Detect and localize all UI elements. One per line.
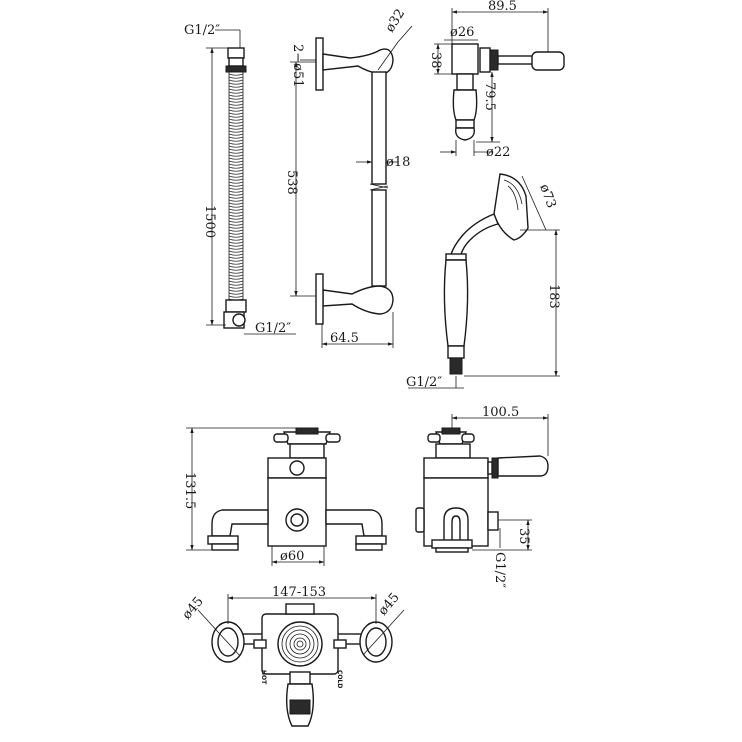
- elbow-lever-grip: [531, 51, 565, 71]
- elbow-outlet-dia-label: ø22: [486, 145, 510, 160]
- front-outlet-bore: [290, 513, 304, 527]
- rail-bottom-wall-plate: [315, 273, 324, 325]
- handset-head: [493, 173, 529, 241]
- elbow-neck: [456, 73, 474, 91]
- elbow-handle-tip: [455, 127, 475, 141]
- elbow-height-label: 38: [428, 52, 443, 69]
- side-handle-top: [441, 427, 461, 435]
- front-right-base: [355, 543, 383, 551]
- left-flange-dia-label: ø45: [180, 594, 207, 622]
- valve-outlet-dia-label: ø60: [280, 549, 304, 564]
- rail-length-label: 538: [284, 170, 299, 195]
- front-top-port: [289, 460, 305, 476]
- hose-top-cone: [228, 57, 244, 67]
- hose-coil: [228, 72, 244, 301]
- hose-top-nut: [227, 47, 245, 59]
- top-handle-spoke-right: [333, 639, 347, 649]
- top-handle-spoke-top: [285, 603, 315, 615]
- hose-bottom-ferrule: [225, 299, 247, 313]
- hose-thread-bottom-label: G1/2″: [255, 321, 291, 336]
- valve-side-view: 100.5 35 G1/2″: [415, 405, 549, 588]
- top-lever-collar: [289, 671, 311, 685]
- rail-knob-dia-label: ø32: [383, 6, 409, 35]
- front-right-arm: [325, 509, 383, 537]
- side-top-body: [423, 457, 489, 479]
- rail-bottom-bracket: [322, 285, 394, 315]
- valve-inlet-thread-label: G1/2″: [492, 552, 507, 588]
- rail-screws-label: 2−ø51: [290, 44, 305, 88]
- rail-top-bracket: [322, 48, 394, 75]
- hose-bottom-cone: [232, 313, 246, 327]
- shower-hose: G1/2″ 1500 G1/2″: [184, 23, 296, 336]
- rail-projection-label: 64.5: [330, 331, 359, 346]
- front-handle-spoke-right: [325, 433, 341, 443]
- valve-side-depth-label: 100.5: [482, 405, 519, 420]
- handset-thread-label: G1/2″: [406, 375, 442, 390]
- rail-tube-dia-label: ø18: [386, 155, 410, 170]
- rail-tube-lower: [371, 189, 387, 287]
- front-spindle: [289, 443, 325, 459]
- side-base-nut: [431, 539, 473, 549]
- elbow-handle-band: [455, 119, 475, 129]
- elbow-body-dia-label: ø26: [450, 25, 474, 40]
- valve-top-view: HOT COLD 147-153 ø45 ø45: [180, 585, 405, 727]
- handset-handle: [443, 259, 469, 347]
- valve-centres-label: 147-153: [272, 585, 326, 600]
- side-lever: [497, 455, 549, 477]
- front-left-arm: [211, 509, 269, 537]
- side-handle-spoke-left: [427, 433, 441, 443]
- shower-handset: ø73 183 G1/2″: [406, 173, 561, 390]
- top-lever-band: [289, 699, 311, 715]
- elbow-thread: [489, 49, 499, 71]
- front-handle-top: [295, 427, 319, 435]
- right-flange-dia-label: ø45: [376, 590, 403, 618]
- handset-length-label: 183: [546, 284, 561, 309]
- elbow-lever-arm: [497, 55, 535, 65]
- side-left-port: [415, 507, 425, 533]
- handset-collar-bottom: [447, 345, 465, 359]
- side-base: [435, 547, 469, 553]
- hose-top-ferrule: [225, 65, 247, 73]
- side-lever-thread: [491, 457, 499, 479]
- wall-elbow: 89.5 ø26 38 79.5 ø22: [428, 0, 565, 160]
- top-right-flange-inner: [365, 627, 387, 657]
- side-spindle: [435, 443, 471, 459]
- handset-collar-top: [445, 253, 467, 261]
- elbow-body: [451, 43, 479, 75]
- rail-top-wall-plate: [315, 37, 324, 91]
- side-right-port: [487, 511, 499, 531]
- front-right-nut: [355, 535, 387, 545]
- valve-inlet-offset-label: 35: [516, 528, 531, 545]
- cold-label: COLD: [336, 670, 343, 688]
- riser-rail: 2−ø51 ø32 538 ø18 64.5: [284, 6, 413, 348]
- valve-height-label: 131.5: [182, 472, 197, 509]
- valve-front-view: 131.5 ø60: [182, 427, 387, 566]
- side-handle-spoke-right: [461, 433, 475, 443]
- handset-connector: [449, 357, 463, 375]
- top-left-flange-inner: [217, 627, 239, 657]
- rail-tube-upper: [371, 71, 387, 185]
- hot-label: HOT: [260, 670, 267, 685]
- rail-break-mark: [369, 183, 389, 191]
- front-left-nut: [207, 535, 239, 545]
- elbow-handle: [452, 89, 478, 121]
- front-handle-spoke-left: [273, 433, 289, 443]
- top-handle-spoke-left: [253, 639, 267, 649]
- top-temperature-dial: [277, 621, 323, 667]
- elbow-width-label: 89.5: [488, 0, 517, 14]
- handset-neck: [449, 213, 499, 259]
- handset-head-rings: [503, 179, 523, 211]
- side-lever-collar: [487, 461, 493, 475]
- elbow-collar: [479, 47, 491, 73]
- head-dia-label: ø73: [536, 182, 558, 210]
- hose-length-label: 1500: [202, 205, 217, 238]
- elbow-drop-label: 79.5: [482, 82, 497, 111]
- front-left-base: [211, 543, 239, 551]
- hose-thread-top-label: G1/2″: [184, 23, 220, 38]
